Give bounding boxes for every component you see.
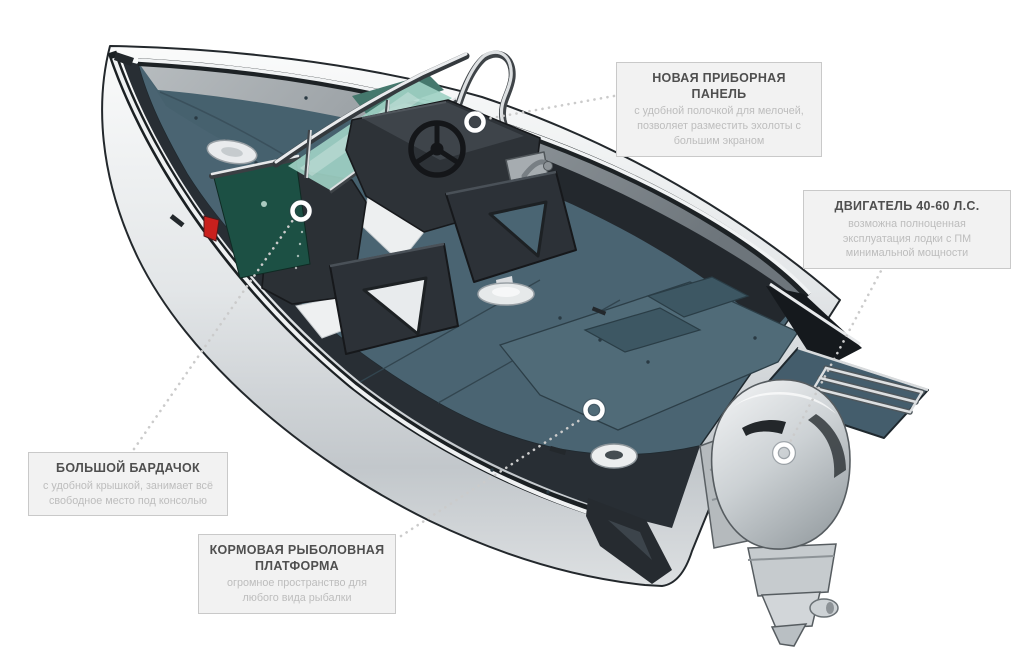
motor-intake: [742, 420, 786, 436]
leader-line-instrument-panel: [484, 94, 616, 121]
seat-aft: [329, 242, 459, 355]
callout-description: возможна полноценная эксплуатация лодки …: [842, 217, 972, 260]
leader-line-engine: [787, 252, 892, 446]
marker-ring-instrument-panel: [463, 110, 487, 134]
cleats: [114, 52, 607, 456]
marker-ring-glovebox: [289, 199, 313, 223]
callout-instrument-panel: НОВАЯ ПРИБОРНАЯ ПАНЕЛЬ с удобной полочко…: [616, 62, 822, 157]
callout-stern-platform: КОРМОВАЯ РЫБОЛОВНАЯ ПЛАТФОРМА огромное п…: [198, 534, 396, 615]
seat-forward: [445, 170, 577, 306]
skeg: [770, 623, 808, 647]
port-inner-wall: [122, 60, 700, 528]
steering-wheel: [408, 120, 466, 178]
stern-hatch: [583, 307, 702, 353]
aft-casting-platform: [498, 281, 799, 431]
stern-hatch: [646, 276, 750, 318]
outboard-motor: [699, 378, 851, 647]
bow-hatch: [206, 139, 258, 165]
marker-ring-platform: [582, 398, 606, 422]
stern-corner: [586, 498, 672, 584]
callout-description: огромное пространство для любого вида ры…: [227, 577, 367, 605]
nav-light: [203, 215, 220, 242]
transom: [586, 282, 862, 584]
motor-midsection: [747, 543, 837, 597]
callout-title: ДВИГАТЕЛЬ 40-60 Л.С.: [834, 199, 980, 213]
marker-rings: [289, 110, 796, 465]
starboard-inner-wall: [138, 62, 806, 312]
stern-seat-base: [590, 443, 638, 469]
callout-title: БОЛЬШОЙ БАРДАЧОК: [56, 461, 200, 475]
leader-line-glovebox: [132, 218, 295, 451]
motor-visor: [808, 414, 846, 478]
callout-description: с удобной полочкой для мелочей, позволяе…: [634, 105, 804, 148]
callout-title: КОРМОВАЯ РЫБОЛОВНАЯ ПЛАТФОРМА: [209, 543, 385, 573]
callout-title: НОВАЯ ПРИБОРНАЯ ПАНЕЛЬ: [652, 71, 786, 101]
marker-ring-engine: [772, 441, 796, 465]
boarding-ladder: [811, 365, 925, 415]
callout-description: с удобной крышкой, занимает всё свободно…: [43, 479, 213, 507]
callout-engine: ДВИГАТЕЛЬ 40-60 Л.С. возможна полноценна…: [803, 190, 1011, 270]
callout-glovebox: БОЛЬШОЙ БАРДАЧОК с удобной крышкой, зани…: [28, 452, 228, 517]
